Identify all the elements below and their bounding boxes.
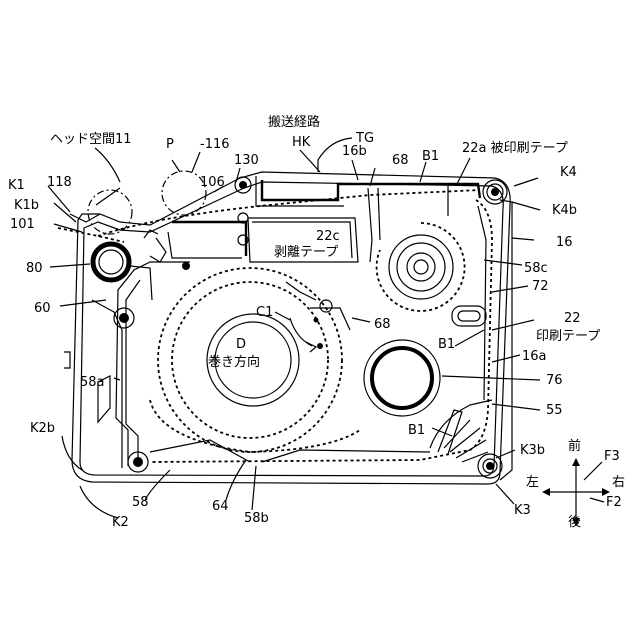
label-K2b: K2b: [30, 421, 55, 436]
label-B1-mid: B1: [438, 337, 455, 352]
label-130: 130: [234, 153, 259, 168]
label-head-space: ヘッド空間11: [50, 132, 132, 147]
label-K3: K3: [514, 503, 531, 518]
label-K4: K4: [560, 165, 577, 180]
label-58: 58: [132, 495, 149, 510]
ribbon-roller: [364, 340, 440, 416]
label-K1: K1: [8, 178, 25, 193]
label-B1-low: B1: [408, 423, 425, 438]
label-K2: K2: [112, 515, 129, 530]
cassette-housing: [72, 172, 512, 484]
label-60: 60: [34, 301, 51, 316]
label-68-mid: 68: [374, 317, 391, 332]
label-print-tape: 印刷テープ: [536, 329, 600, 344]
label-16a: 16a: [522, 349, 547, 364]
tape-guide-101: [58, 214, 152, 300]
label-68-top: 68: [392, 153, 409, 168]
label-58c: 58c: [524, 261, 548, 276]
label-22: 22: [564, 311, 581, 326]
label-K4b: K4b: [552, 203, 577, 218]
label-front: 前: [568, 438, 581, 454]
label-F3: F3: [604, 449, 620, 464]
label-left: 左: [526, 475, 539, 490]
label-58b: 58b: [244, 511, 269, 526]
label-back: 後: [568, 515, 581, 530]
label-P: P: [166, 137, 174, 152]
label-106: 106: [200, 175, 225, 190]
label-transport-path: 搬送経路: [268, 114, 320, 130]
platen-roller: [93, 244, 129, 280]
label-HK: HK: [292, 135, 311, 150]
feed-roller: [377, 223, 465, 311]
label-16b: 16b: [342, 144, 367, 159]
label-K3b: K3b: [520, 443, 545, 458]
label-winding-direction: 巻き方向: [208, 354, 260, 370]
label-F2: F2: [606, 495, 622, 510]
label-22a: 22a 被印刷テープ: [462, 141, 568, 156]
label-58a: 58a: [80, 375, 105, 390]
label-16: 16: [556, 235, 573, 250]
label-72: 72: [532, 279, 549, 294]
label-K1b: K1b: [14, 198, 39, 213]
label-D: D: [236, 337, 246, 352]
label-101: 101: [10, 217, 35, 232]
label-22c: 22c: [316, 229, 340, 244]
label-64: 64: [212, 499, 229, 514]
label-C1: C1: [256, 305, 273, 320]
label-B1-top: B1: [422, 149, 439, 164]
label-116: -116: [200, 137, 230, 152]
label-76: 76: [546, 373, 563, 388]
label-55: 55: [546, 403, 563, 418]
label-right: 右: [612, 475, 625, 490]
label-80: 80: [26, 261, 43, 276]
label-release-tape: 剥離テープ: [274, 245, 338, 260]
label-118: 118: [47, 175, 72, 190]
